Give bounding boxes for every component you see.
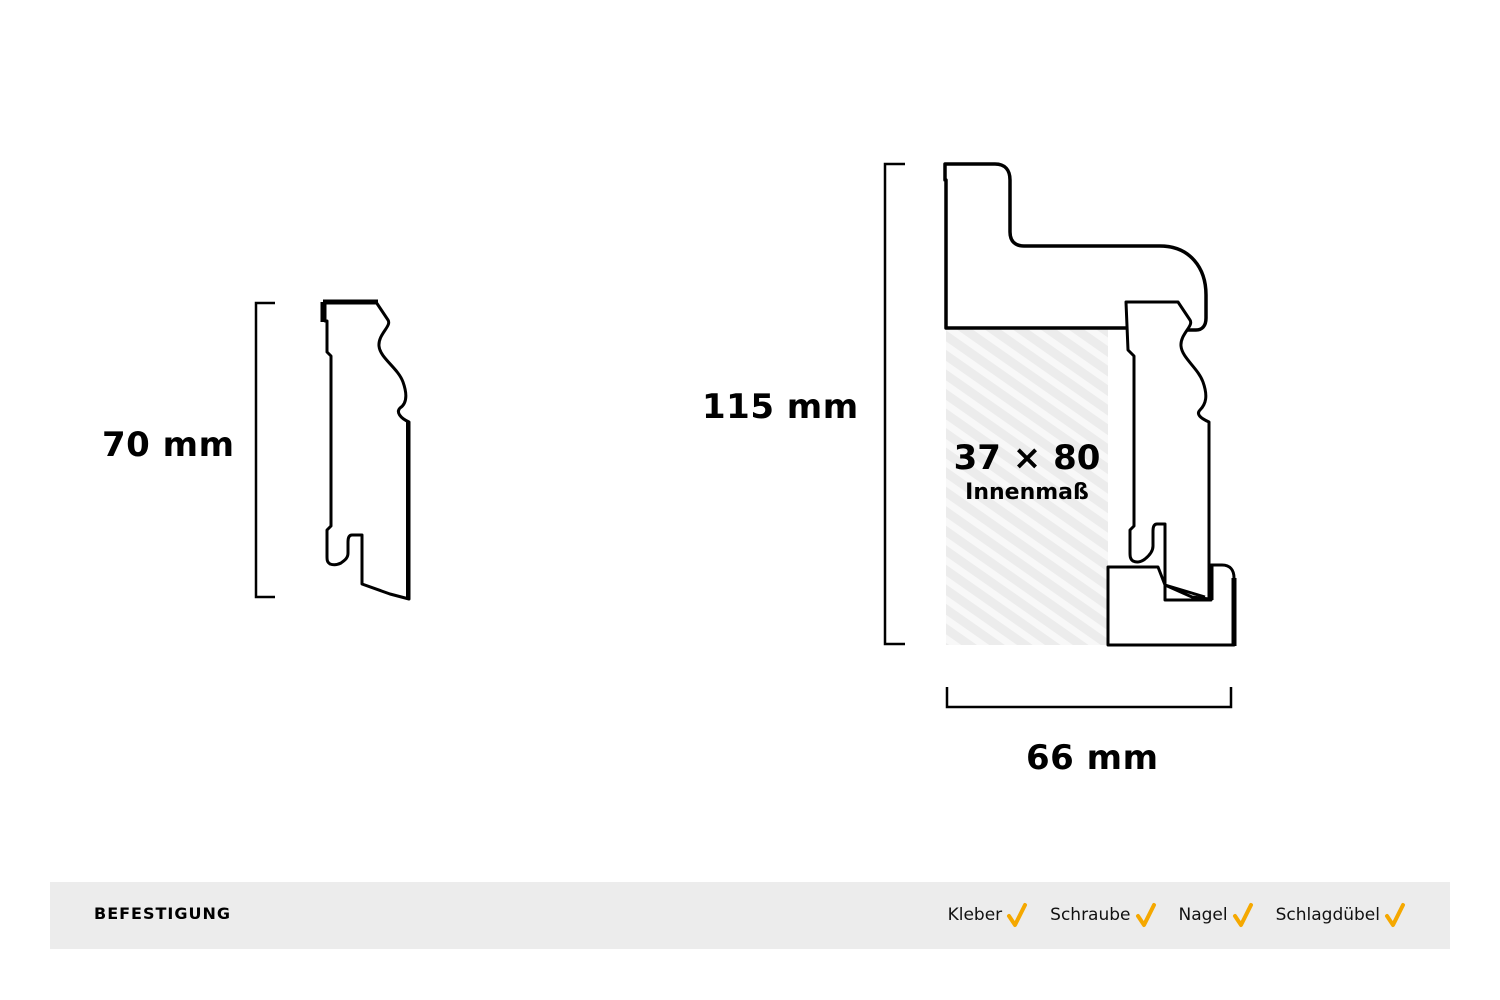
method-label: Kleber xyxy=(947,904,1003,925)
method-schlagduebel: Schlagdübel xyxy=(1276,902,1406,928)
base-rail-outline xyxy=(1106,563,1236,647)
check-icon xyxy=(1232,903,1253,927)
mounting-title: BEFESTIGUNG xyxy=(94,904,232,923)
method-schraube: Schraube xyxy=(1050,902,1156,928)
width-bracket xyxy=(945,687,1233,709)
height-label-large: 115 mm xyxy=(702,387,859,427)
check-icon xyxy=(1385,903,1405,927)
method-nagel: Nagel xyxy=(1179,902,1254,928)
method-label: Nagel xyxy=(1178,904,1228,925)
method-label: Schlagdübel xyxy=(1275,904,1380,925)
method-kleber: Kleber xyxy=(948,902,1029,928)
height-bracket-small xyxy=(254,301,275,599)
mounting-info-bar: BEFESTIGUNG Kleber Schraube Nagel Schlag… xyxy=(50,882,1450,949)
small-profile xyxy=(254,299,411,601)
inner-dimensions: 37 × 80 xyxy=(953,438,1101,478)
check-icon xyxy=(1007,903,1028,927)
inner-area-hatch xyxy=(946,329,1108,645)
cover-outline xyxy=(943,162,1208,332)
method-label: Schraube xyxy=(1050,904,1131,925)
height-label-small: 70 mm xyxy=(102,425,235,465)
large-profile xyxy=(883,162,1237,709)
height-bracket-large xyxy=(883,162,905,646)
small-profile-outline xyxy=(323,300,411,601)
mounting-methods: Kleber Schraube Nagel Schlagdübel xyxy=(948,902,1406,928)
check-icon xyxy=(1135,903,1156,927)
width-label-large: 66 mm xyxy=(1026,738,1159,778)
inner-skirting-outline xyxy=(1124,300,1211,601)
inner-dimensions-label: Innenmaß xyxy=(965,480,1089,505)
